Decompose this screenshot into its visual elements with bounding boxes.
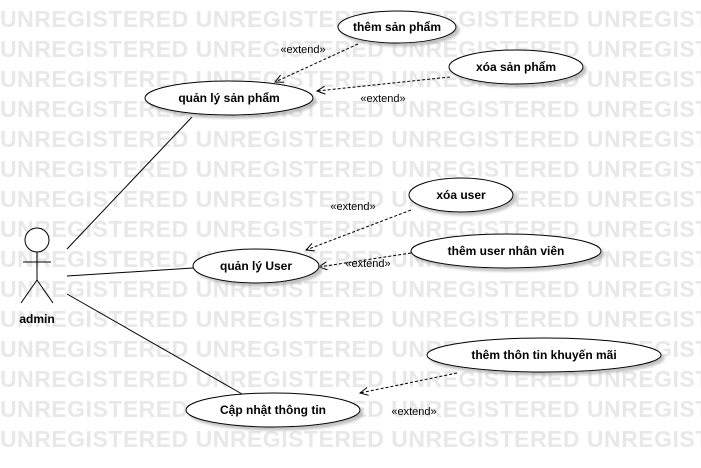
association-line <box>66 116 193 250</box>
use-case-cap-nhat-thong-tin[interactable]: Cập nhật thông tin <box>185 392 361 428</box>
association-line <box>66 267 194 277</box>
extend-arrow <box>319 252 412 267</box>
extend-arrow <box>317 76 451 91</box>
watermark-row: UNREGISTERED UNREGISTERED UNREGISTERED U… <box>0 368 701 390</box>
use-case-label: thêm thôn tin khuyến mãi <box>471 348 616 362</box>
extend-label: «extend» <box>345 258 390 270</box>
use-case-label: Cập nhật thông tin <box>220 403 326 417</box>
watermark-row: UNREGISTERED UNREGISTERED UNREGISTERED U… <box>0 278 701 300</box>
extend-arrow <box>275 43 359 82</box>
actor-leg-right <box>36 279 54 304</box>
use-case-ellipse <box>185 392 361 428</box>
use-case-label: thêm user nhân viên <box>448 244 565 258</box>
use-case-label: quản lý User <box>220 259 292 273</box>
actor-leg-left <box>20 279 38 304</box>
use-case-ellipse <box>410 233 602 269</box>
extend-label: «extend» <box>280 44 325 56</box>
use-case-ellipse <box>337 10 457 44</box>
use-case-them-san-pham[interactable]: thêm sản phẩm <box>337 10 457 44</box>
use-case-ellipse <box>448 49 584 85</box>
extend-label: «extend» <box>391 406 436 418</box>
association-line <box>66 293 243 395</box>
use-case-them-thon-tin-khuyen-mai[interactable]: thêm thôn tin khuyến mãi <box>426 337 662 373</box>
extend-label: «extend» <box>360 93 405 105</box>
use-case-quan-ly-san-pham[interactable]: quản lý sản phẩm <box>144 80 314 116</box>
use-case-quan-ly-user[interactable]: quản lý User <box>192 248 320 284</box>
use-case-label: xóa sản phẩm <box>476 60 556 74</box>
actor-head <box>24 227 50 253</box>
extend-arrow <box>360 372 458 393</box>
use-case-ellipse <box>426 337 662 373</box>
use-case-ellipse <box>192 248 320 284</box>
use-case-label: thêm sản phẩm <box>353 20 441 34</box>
use-case-xoa-user[interactable]: xóa user <box>408 177 514 213</box>
use-case-ellipse <box>408 177 514 213</box>
extend-label: «extend» <box>330 201 375 213</box>
watermark-row: UNREGISTERED UNREGISTERED UNREGISTERED U… <box>0 308 701 330</box>
watermark-row: UNREGISTERED UNREGISTERED UNREGISTERED U… <box>0 428 701 450</box>
use-case-them-user-nhan-vien[interactable]: thêm user nhân viên <box>410 233 602 269</box>
watermark-row: UNREGISTERED UNREGISTERED UNREGISTERED U… <box>0 128 701 150</box>
watermark-row: UNREGISTERED UNREGISTERED UNREGISTERED U… <box>0 188 701 210</box>
use-case-label: xóa user <box>436 188 486 202</box>
use-case-label: quản lý sản phẩm <box>178 91 279 105</box>
use-case-ellipse <box>144 80 314 116</box>
extend-arrow <box>306 209 412 250</box>
use-case-xoa-san-pham[interactable]: xóa sản phẩm <box>448 49 584 85</box>
watermark-row: UNREGISTERED UNREGISTERED UNREGISTERED U… <box>0 158 701 180</box>
actor-admin[interactable]: admin <box>19 227 55 326</box>
actor-name: admin <box>19 312 54 326</box>
